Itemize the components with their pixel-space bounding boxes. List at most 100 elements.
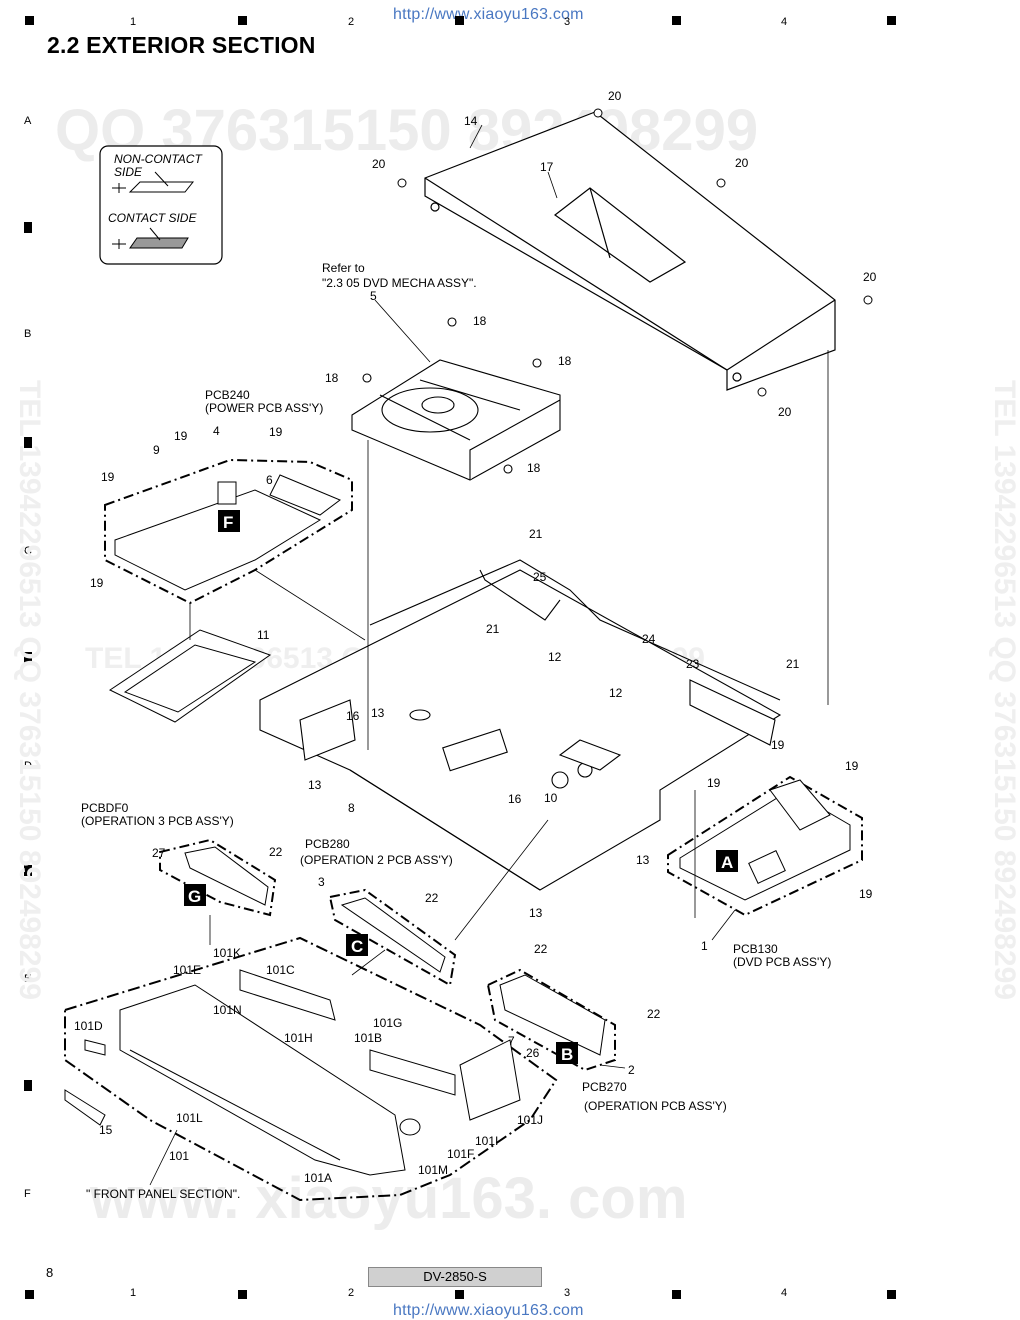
operation-pcb-outline [486,968,616,1072]
watermark-site: www. xiaoyu163. com [89,1166,687,1231]
part-label: 19 [174,429,188,443]
part-label: 7 [508,1034,515,1048]
part-label: 20 [778,405,792,419]
part-label: 19 [90,576,104,590]
part-label: 22 [534,942,548,956]
register-mark [455,16,464,25]
register-mark [24,865,32,876]
legend-box: NON-CONTACT SIDE CONTACT SIDE [99,145,223,265]
part-label: 101C [266,963,295,977]
top-url[interactable]: http://www.xiaoyu163.com [393,6,584,23]
register-mark [672,1290,681,1299]
part-label: 19 [707,776,721,790]
part-label: 3 [318,875,325,889]
part-label: 101 [169,1149,189,1163]
grid-row-f: F [24,1188,31,1200]
register-mark [25,16,34,25]
operation2-pcb-outline [328,888,457,987]
part-labels: 20 14 20 20 17 20 5 18 18 18 20 4 19 19 … [74,89,877,1185]
note-pcb240-line1: PCB240 [205,388,250,402]
part-label: 20 [372,157,386,171]
section-title: 2.2 EXTERIOR SECTION [47,32,316,58]
part-label: 19 [269,425,283,439]
register-mark [455,1290,464,1299]
part-label: 22 [647,1007,661,1021]
part-label: 101E [173,963,201,977]
board-tag-f: F [223,513,233,532]
part-label: 13 [636,853,650,867]
part-label: 101I [475,1134,498,1148]
part-label: 22 [425,891,439,905]
part-label: 101N [213,1003,242,1017]
part-label: 101J [517,1113,543,1127]
part-label: 13 [371,706,385,720]
part-label: 6 [266,473,273,487]
leader-lines [149,124,829,1186]
part-label: 101H [284,1031,313,1045]
part-label: 12 [548,650,562,664]
register-mark [24,222,32,233]
grid-col-2-bottom: 2 [348,1287,355,1299]
grid-row-c: C [24,545,32,557]
grid-row-a: A [24,115,32,127]
part-label: 16 [508,792,522,806]
grid-col-3: 3 [564,16,571,28]
bottom-url[interactable]: http://www.xiaoyu163.com [393,1302,584,1319]
note-refer-line1: Refer to [322,261,365,275]
part-label: 18 [473,314,487,328]
model-box: DV-2850-S [368,1267,542,1287]
part-label: 101A [304,1171,332,1185]
board-tag-b: B [561,1045,573,1064]
part-label: 101B [354,1031,382,1045]
part-label: 10 [544,791,558,805]
chassis [259,559,782,891]
register-mark [672,16,681,25]
part-label: 20 [735,156,749,170]
part-label: 18 [558,354,572,368]
register-mark [238,1290,247,1299]
part-label: 18 [325,371,339,385]
note-pcb130-line1: PCB130 [733,942,778,956]
note-pcb240-line2: (POWER PCB ASS'Y) [205,401,323,415]
part-label: 19 [771,738,785,752]
dvd-pcb-outline [667,775,863,917]
power-pcb-outline [104,458,353,605]
front-panel-outline [64,936,558,1202]
grid-row-e: E [24,973,32,985]
register-mark [887,1290,896,1299]
board-tag-a: A [721,853,733,872]
part-label: 1 [701,939,708,953]
part-label: 19 [101,470,115,484]
grid-col-2: 2 [348,16,355,28]
grid-row-b: B [24,328,32,340]
grid-col-3-bottom: 3 [564,1287,571,1299]
legend-contact: CONTACT SIDE [108,211,197,225]
register-mark [25,1290,34,1299]
part-label: 22 [269,845,283,859]
note-pcb130-line2: (DVD PCB ASS'Y) [733,955,831,969]
note-pcb270-line2: (OPERATION PCB ASS'Y) [584,1099,727,1113]
grid-col-4: 4 [781,16,788,28]
note-front-panel: " FRONT PANEL SECTION". [86,1187,240,1201]
part-label: 16 [346,709,360,723]
register-mark [24,1080,32,1091]
shield-plate [109,629,272,723]
dvd-mechanism [351,317,561,481]
screws-20 [397,108,873,397]
grid-col-1-bottom: 1 [130,1287,137,1299]
operation3-pcb-outline [159,838,277,917]
top-cover [424,111,836,391]
part-label: 14 [464,114,478,128]
part-label: 8 [348,801,355,815]
part-label: 101K [213,946,241,960]
part-label: 27 [152,846,166,860]
watermark-tel-left: TEL 13942296513 QQ 376315150 892498299 [13,380,46,1000]
part-label: 2 [628,1063,635,1077]
page-number: 8 [46,1265,54,1280]
grid-row-d: D [24,760,32,772]
part-label: 101D [74,1019,103,1033]
note-refer-line2: "2.3 05 DVD MECHA ASSY". [322,276,477,290]
register-mark [24,437,32,448]
register-mark [887,16,896,25]
